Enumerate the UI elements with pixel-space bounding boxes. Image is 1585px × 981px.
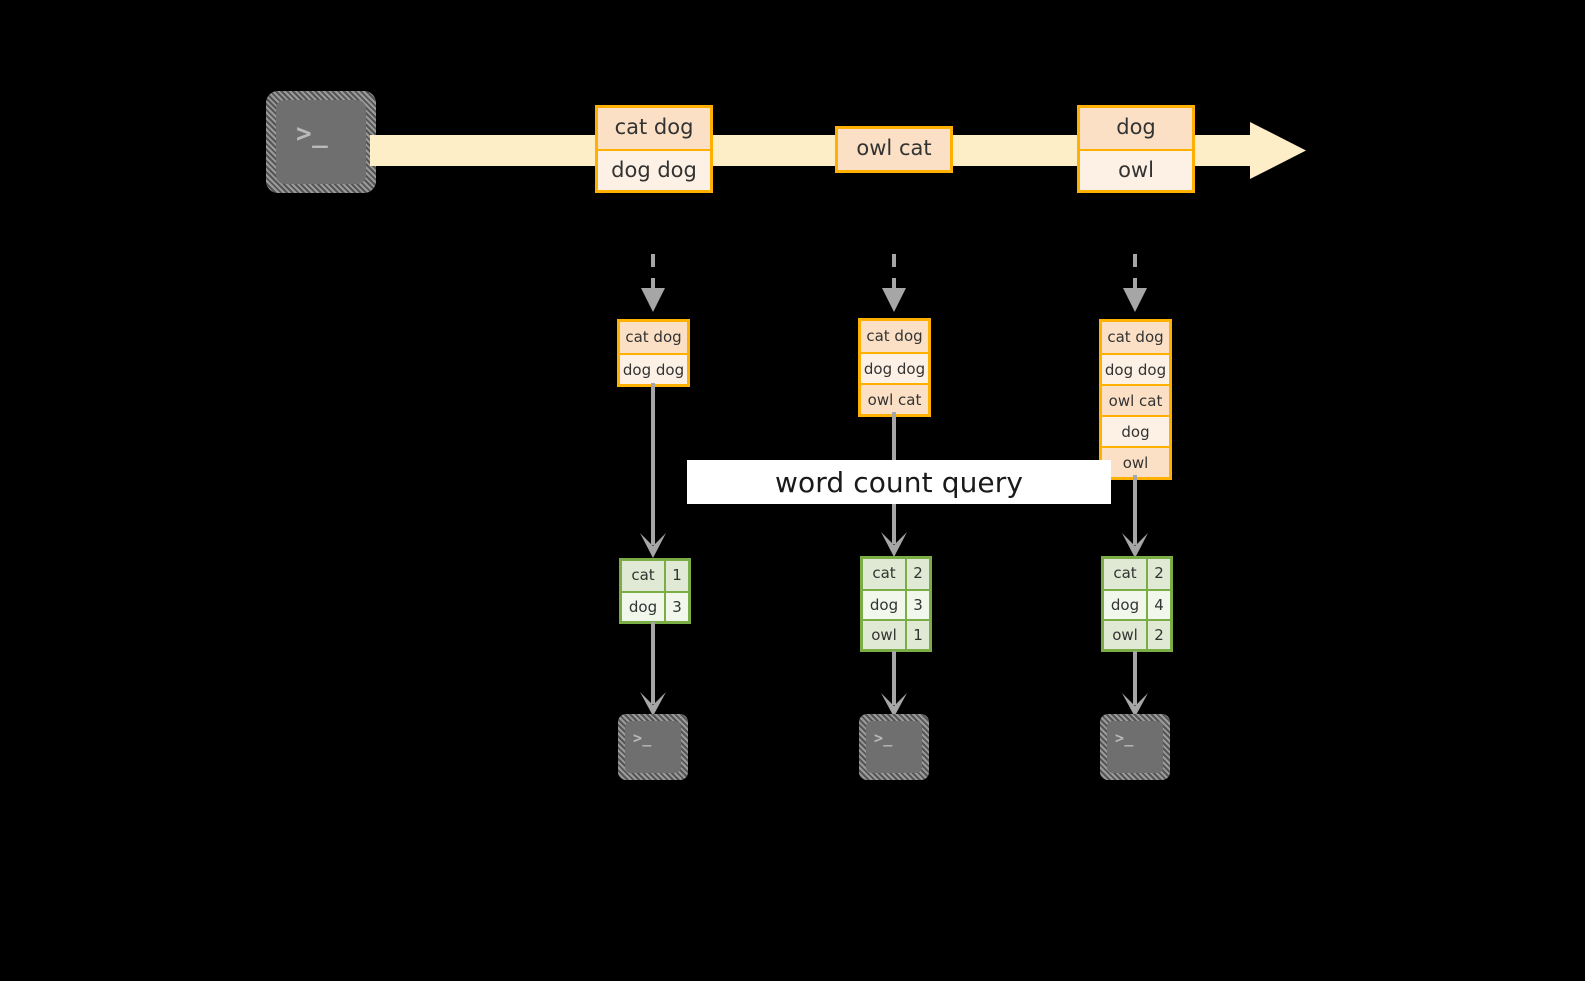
- stream-record: owl cat: [838, 129, 950, 170]
- stream-record-group-1: cat dog dog dog: [595, 105, 713, 193]
- dashed-connector-1: [637, 254, 669, 316]
- stream-record: cat dog: [598, 108, 710, 149]
- snapshot-record: dog dog: [1102, 353, 1169, 384]
- sink-terminal-icon-3: >_: [1100, 714, 1170, 780]
- terminal-prompt-glyph: >_: [1115, 729, 1134, 747]
- terminal-face: [276, 100, 366, 184]
- terminal-prompt-glyph: >_: [874, 729, 893, 747]
- result-table-2: cat 2 dog 3 owl 1: [860, 556, 932, 652]
- result-count: 4: [1154, 596, 1164, 614]
- stream-record-group-3: dog owl: [1077, 105, 1195, 193]
- table-row: cat 1: [622, 561, 688, 591]
- table-row: cat 2: [863, 559, 929, 589]
- terminal-face: [866, 721, 922, 773]
- snapshot-record: dog dog: [861, 352, 928, 383]
- result-word: dog: [622, 593, 666, 621]
- snapshot-record: cat dog: [1102, 322, 1169, 353]
- table-row: owl 2: [1104, 619, 1170, 649]
- result-word: cat: [622, 561, 666, 591]
- pipeline-arrow-1: [637, 383, 669, 561]
- dashed-connector-2: [878, 254, 910, 316]
- table-row: dog 3: [622, 591, 688, 621]
- result-count: 1: [913, 626, 923, 644]
- result-table-3: cat 2 dog 4 owl 2: [1101, 556, 1173, 652]
- snapshot-record: dog dog: [620, 353, 687, 384]
- table-row: owl 1: [863, 619, 929, 649]
- stream-record: dog dog: [598, 149, 710, 190]
- result-word: cat: [1104, 559, 1148, 589]
- table-row: cat 2: [1104, 559, 1170, 589]
- result-count: 3: [672, 598, 682, 616]
- terminal-face: [1107, 721, 1163, 773]
- stream-record: dog: [1080, 108, 1192, 149]
- result-count: 2: [1154, 564, 1164, 582]
- source-terminal-icon: >_: [266, 91, 376, 193]
- result-table-1: cat 1 dog 3: [619, 558, 691, 624]
- sink-terminal-icon-2: >_: [859, 714, 929, 780]
- table-row: dog 3: [863, 589, 929, 619]
- result-count: 3: [913, 596, 923, 614]
- result-word: owl: [863, 621, 907, 649]
- snapshot-record: owl cat: [1102, 384, 1169, 415]
- terminal-prompt-glyph: >_: [296, 119, 329, 149]
- result-word: cat: [863, 559, 907, 589]
- pipeline-arrow-3: [1119, 475, 1151, 561]
- dashed-connector-3: [1119, 254, 1151, 316]
- table-row: dog 4: [1104, 589, 1170, 619]
- sink-terminal-icon-1: >_: [618, 714, 688, 780]
- stream-record: owl: [1080, 149, 1192, 190]
- result-count: 2: [1154, 626, 1164, 644]
- result-count: 2: [913, 564, 923, 582]
- terminal-face: [625, 721, 681, 773]
- result-word: dog: [1104, 591, 1148, 619]
- snapshot-record: cat dog: [620, 322, 687, 353]
- snapshot-record: cat dog: [861, 321, 928, 352]
- snapshot-input-stack-1: cat dog dog dog: [617, 319, 690, 387]
- sink-arrow-2: [878, 651, 910, 718]
- query-label-band: word count query: [687, 460, 1111, 504]
- snapshot-input-stack-2: cat dog dog dog owl cat: [858, 318, 931, 417]
- snapshot-record: owl: [1102, 446, 1169, 477]
- sink-arrow-3: [1119, 651, 1151, 718]
- snapshot-record: dog: [1102, 415, 1169, 446]
- result-count: 1: [672, 566, 682, 584]
- result-word: dog: [863, 591, 907, 619]
- terminal-prompt-glyph: >_: [633, 729, 652, 747]
- result-word: owl: [1104, 621, 1148, 649]
- query-label: word count query: [774, 465, 1024, 499]
- snapshot-record: owl cat: [861, 383, 928, 414]
- stream-record-group-2: owl cat: [835, 126, 953, 173]
- snapshot-input-stack-3: cat dog dog dog owl cat dog owl: [1099, 319, 1172, 480]
- sink-arrow-1: [637, 622, 669, 718]
